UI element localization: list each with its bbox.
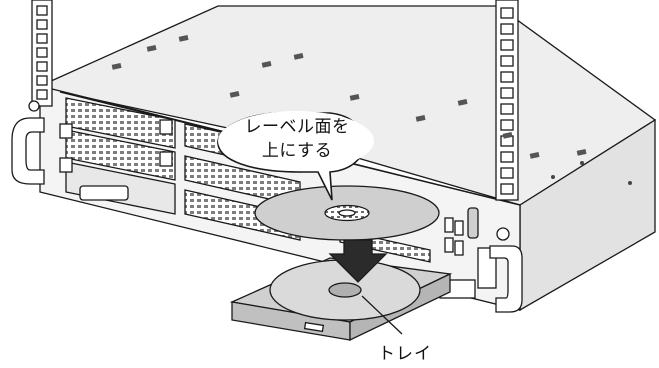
tray-label: トレイ xyxy=(378,344,432,364)
optical-drive-tray xyxy=(229,257,453,342)
callout-line-1: レーベル面を xyxy=(244,117,350,137)
right-handle xyxy=(489,227,523,313)
disc-icon xyxy=(254,185,440,241)
top-fasteners xyxy=(111,35,587,159)
callout-text: レーベル面を 上にする xyxy=(222,116,372,164)
right-rack-rail xyxy=(495,0,519,201)
callout-line-2: 上にする xyxy=(261,141,333,161)
vga-port-icon xyxy=(467,207,479,239)
left-rack-rail xyxy=(31,0,53,107)
left-handle xyxy=(11,100,45,185)
usb-port-icon xyxy=(444,217,464,256)
down-arrow-icon xyxy=(328,239,388,283)
